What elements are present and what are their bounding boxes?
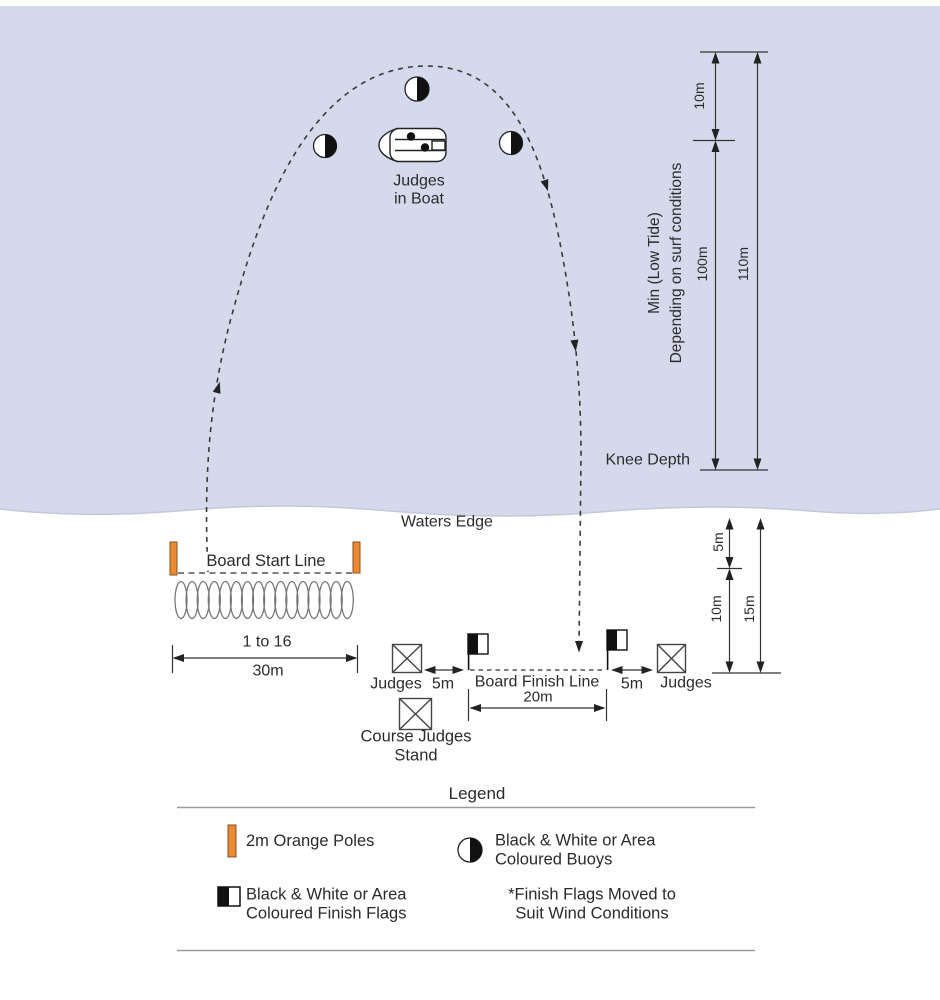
judges-left-label: Judges (370, 675, 422, 693)
judges-box-right-icon (656, 643, 687, 674)
low-tide-note-label: Min (Low Tide)Depending on surf conditio… (646, 162, 685, 364)
course-arrow-end-icon (575, 641, 583, 653)
legend-title: Legend (448, 784, 506, 803)
board-finish-line-label: Board Finish Line (474, 673, 600, 691)
boards-row-icon (174, 580, 354, 620)
course-judges-stand-icon (398, 697, 433, 731)
finish-width-label: 20m (523, 688, 553, 706)
legend-finish-flag-icon (217, 886, 241, 907)
gap-right-label: 5m (620, 675, 644, 693)
finish-width-dimension (467, 689, 608, 721)
buoy-left-icon (312, 133, 338, 159)
buoy-top-icon (404, 76, 430, 102)
dim-arrow-icon (452, 666, 464, 674)
beach-dim-15m-label: 15m (741, 595, 757, 623)
dim-arrow-icon (172, 654, 184, 662)
sea-dim-110m-label: 110m (735, 247, 751, 281)
beach-dim-10m-label: 10m (708, 595, 724, 623)
dim-arrow-icon (469, 704, 481, 712)
dim-arrow-icon (725, 518, 734, 530)
dim-arrow-icon (594, 704, 606, 712)
legend-buoy-icon (457, 837, 483, 863)
start-width-dimension (171, 645, 359, 673)
dim-arrow-icon (424, 666, 436, 674)
finish-flag-left-icon (467, 633, 489, 670)
dim-arrow-icon (611, 666, 623, 674)
course-path (205, 65, 582, 652)
start-width-label: 30m (252, 662, 284, 680)
board-start-line-label: Board Start Line (203, 551, 329, 571)
sea-dim-10m-label: 10m (691, 82, 707, 110)
waters-edge-label: Waters Edge (401, 513, 493, 531)
dim-arrow-icon (756, 661, 765, 673)
judges-boat-icon (378, 127, 447, 163)
legend-orange-pole-icon (227, 824, 237, 858)
dim-arrow-icon (725, 557, 734, 569)
start-pole-left-icon (169, 541, 178, 576)
dim-arrow-icon (725, 568, 734, 580)
sea-dimension-lines (693, 51, 768, 471)
buoy-right-icon (498, 130, 524, 156)
dim-arrow-icon (756, 518, 765, 530)
gap-left-label: 5m (431, 675, 455, 693)
waters-edge-line (0, 505, 940, 517)
dim-arrow-icon (641, 666, 653, 674)
start-pole-right-icon (352, 541, 361, 574)
finish-flag-right-icon (606, 629, 628, 670)
beach-dim-5m-label: 5m (710, 532, 726, 552)
board-count-label: 1 to 16 (242, 633, 292, 651)
judges-box-left-icon (391, 643, 423, 674)
legend-poles-label: 2m Orange Poles (246, 831, 375, 850)
water-region (0, 6, 940, 517)
judges-right-label: Judges (660, 674, 712, 692)
dim-arrow-icon (346, 654, 358, 662)
sea-dim-100m-label: 100m (694, 246, 710, 282)
dim-arrow-icon (725, 661, 734, 673)
knee-depth-label: Knee Depth (605, 451, 690, 469)
